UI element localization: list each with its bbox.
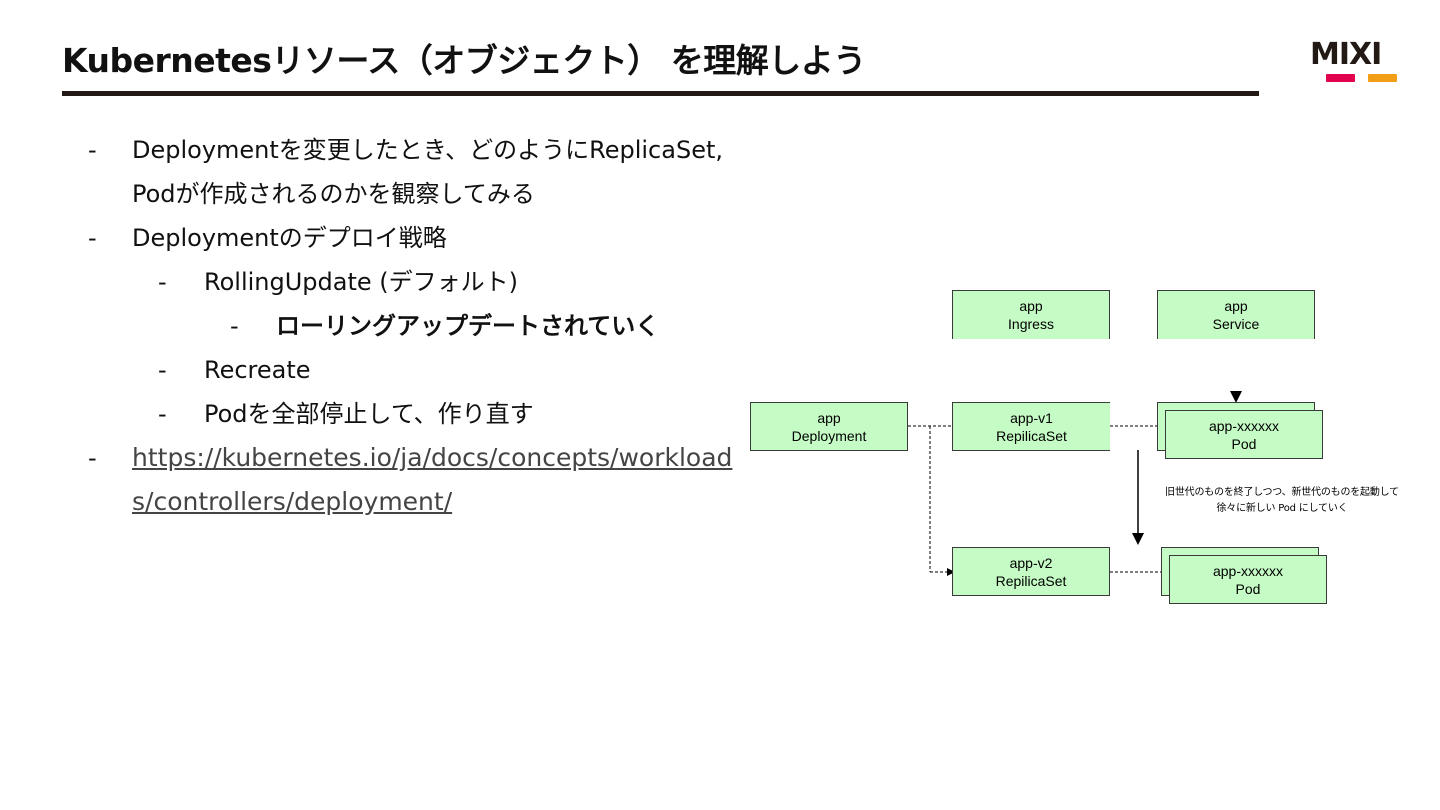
bullet-text: Deploymentのデプロイ戦略 bbox=[132, 224, 447, 252]
bullet-text: RollingUpdate (デフォルト) bbox=[204, 268, 519, 296]
logo-bar-pink bbox=[1326, 74, 1355, 82]
deployment-docs-link[interactable]: https://kubernetes.io/ja/docs/concepts/w… bbox=[132, 443, 733, 516]
bullet-text: Recreate bbox=[204, 356, 311, 384]
diagram-connectors bbox=[908, 391, 1242, 576]
pod-bottom-kind: Pod bbox=[1235, 580, 1261, 597]
replicaset-v1-node: app-v1 RepilicaSet bbox=[952, 402, 1110, 451]
service-node: app Service bbox=[1157, 290, 1315, 339]
logo-text: MIXI bbox=[1310, 37, 1382, 72]
bullet-item: - RollingUpdate (デフォルト) bbox=[88, 260, 738, 304]
service-label: app bbox=[1224, 298, 1248, 314]
replicaset-v2-kind: RepilicaSet bbox=[995, 572, 1067, 589]
bullet-dash: - bbox=[158, 268, 167, 296]
pod-top-node: app-xxxxxx Pod bbox=[1165, 410, 1323, 459]
replicaset-v2-label: app-v2 bbox=[1009, 554, 1053, 571]
bullet-dash: - bbox=[230, 312, 239, 340]
replicaset-v2-node: app-v2 RepilicaSet bbox=[952, 547, 1110, 596]
bullet-dash: - bbox=[88, 444, 97, 472]
pod-bottom-node: app-xxxxxx Pod bbox=[1169, 555, 1327, 604]
bullet-dash: - bbox=[158, 356, 167, 384]
bullet-dash: - bbox=[158, 400, 167, 428]
logo-bar-orange bbox=[1368, 74, 1397, 82]
bullet-item: - Deploymentを変更したとき、どのようにReplicaSet, Pod… bbox=[88, 128, 738, 216]
bullet-list: - Deploymentを変更したとき、どのようにReplicaSet, Pod… bbox=[88, 128, 738, 524]
replicaset-v1-label: app-v1 bbox=[1010, 409, 1053, 426]
title-underline bbox=[62, 91, 1259, 96]
deployment-diagram: app Ingress app Service app Deployment a… bbox=[740, 280, 1420, 620]
rolling-update-note: 旧世代のものを終了しつつ、新世代のものを起動して 徐々に新しい Pod にしてい… bbox=[1154, 485, 1410, 517]
bullet-text: Deploymentを変更したとき、どのようにReplicaSet, Podが作… bbox=[132, 136, 723, 208]
bullet-text: Podを全部停止して、作り直す bbox=[204, 400, 534, 428]
bullet-item: - ローリングアップデートされていく bbox=[88, 304, 738, 348]
bullet-item: - Podを全部停止して、作り直す bbox=[88, 392, 738, 436]
deployment-node: app Deployment bbox=[750, 402, 908, 451]
ingress-node: app Ingress bbox=[952, 290, 1110, 339]
deployment-kind: Deployment bbox=[791, 427, 867, 444]
bullet-item: - https://kubernetes.io/ja/docs/concepts… bbox=[88, 436, 738, 524]
ingress-label: app bbox=[1019, 298, 1043, 314]
note-line-1: 旧世代のものを終了しつつ、新世代のものを起動して bbox=[1165, 487, 1399, 498]
bullet-text: ローリングアップデートされていく bbox=[276, 312, 660, 340]
deployment-label: app bbox=[817, 409, 841, 426]
slide-title: Kubernetesリソース（オブジェクト） を理解しよう bbox=[62, 41, 866, 80]
mixi-logo: MIXI bbox=[1310, 40, 1402, 86]
pod-top-kind: Pod bbox=[1231, 435, 1257, 452]
service-kind: Service bbox=[1212, 316, 1260, 332]
bullet-item: - Recreate bbox=[88, 348, 738, 392]
bullet-item: - Deploymentのデプロイ戦略 bbox=[88, 216, 738, 260]
pod-top-label: app-xxxxxx bbox=[1208, 417, 1280, 434]
bullet-dash: - bbox=[88, 136, 97, 164]
pod-bottom-label: app-xxxxxx bbox=[1212, 562, 1284, 579]
ingress-kind: Ingress bbox=[1008, 316, 1054, 332]
replicaset-v1-kind: RepilicaSet bbox=[996, 427, 1067, 444]
bullet-dash: - bbox=[88, 224, 97, 252]
note-line-2: 徐々に新しい Pod にしていく bbox=[1216, 503, 1348, 514]
